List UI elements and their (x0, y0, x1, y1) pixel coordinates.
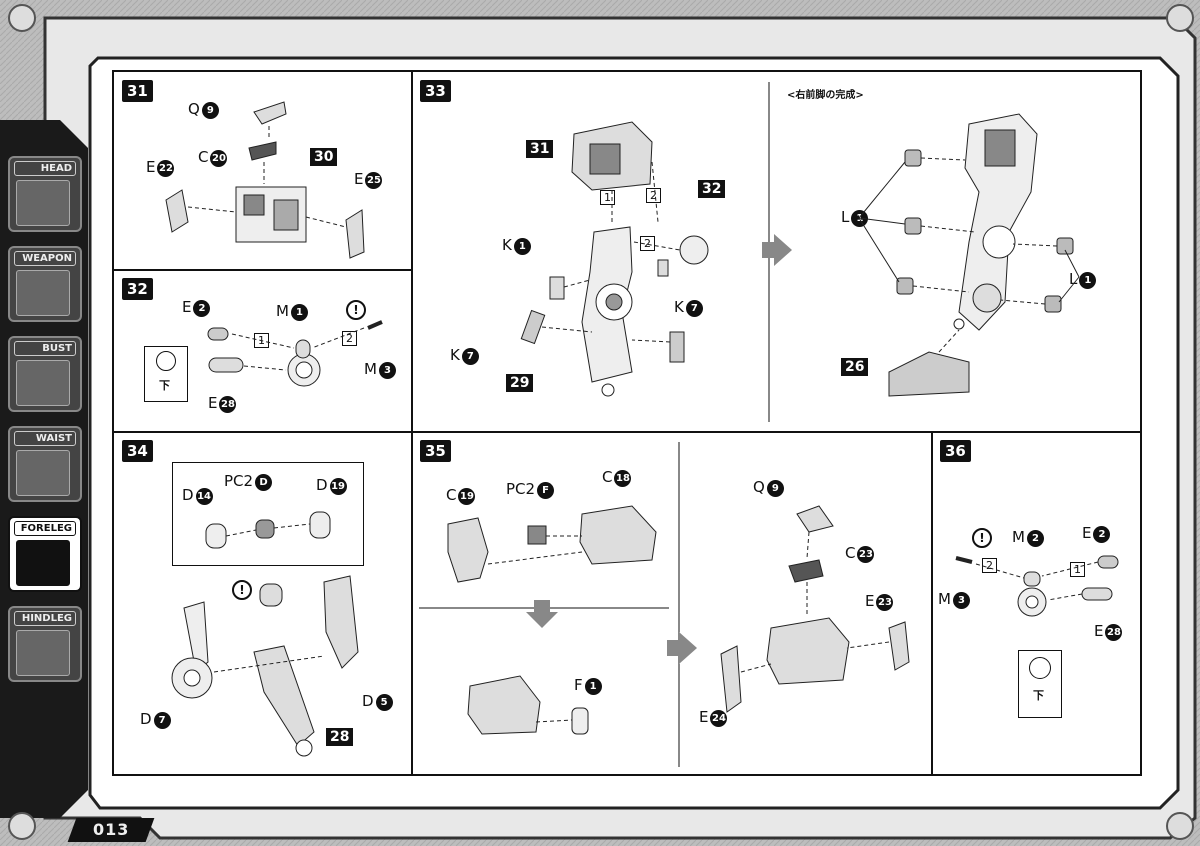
completion-caption: <右前脚の完成> (787, 90, 864, 101)
order-marker: 1 (600, 190, 615, 205)
step-32-panel: 32 E2 M1 M3 E28 1 2 ! 下 (114, 270, 412, 432)
sidebar-tab-label: HINDLEG (14, 611, 76, 626)
order-marker: 1 (1070, 562, 1085, 577)
foreleg-icon (16, 540, 70, 586)
step-34-illustration (171, 511, 359, 757)
sidebar-tab-head[interactable]: HEAD (8, 156, 82, 232)
panel-dividers (114, 72, 1140, 774)
sidebar-tab-waist[interactable]: WAIST (8, 426, 82, 502)
orientation-box: 下 (144, 346, 188, 402)
step-number: 35 (420, 440, 451, 462)
sidebar-tab-hindleg[interactable]: HINDLEG (8, 606, 82, 682)
step-number: 34 (122, 440, 153, 462)
bust-icon (16, 360, 70, 406)
caution-icon: ! (972, 528, 992, 548)
assembly-ref: 29 (506, 374, 534, 392)
step-35-second-illustration (720, 505, 910, 713)
step-number: 33 (420, 80, 451, 102)
caution-icon: ! (232, 580, 252, 600)
sidebar-tab-bust[interactable]: BUST (8, 336, 82, 412)
order-marker: 2 (342, 331, 357, 346)
assembly-ref: 31 (526, 140, 554, 158)
step-number: 32 (122, 278, 153, 300)
part-end-icon (1029, 657, 1051, 679)
weapon-icon (16, 270, 70, 316)
order-marker: 2 (982, 558, 997, 573)
head-icon (16, 180, 70, 226)
sidebar-tab-label: FORELEG (14, 521, 76, 536)
caution-icon: ! (346, 300, 366, 320)
foreleg-complete-illustration (858, 113, 1080, 397)
step-32-illustration (207, 320, 383, 387)
page-number: 013 (67, 818, 155, 842)
step-33-illustration (520, 121, 709, 397)
step-36-illustration (955, 555, 1119, 617)
assembly-ref: 28 (326, 728, 354, 746)
down-direction-label: 下 (1033, 689, 1044, 702)
assembly-ref: 32 (698, 180, 726, 198)
sidebar-tab-label: WEAPON (14, 251, 76, 266)
sidebar-tab-weapon[interactable]: WEAPON (8, 246, 82, 322)
instruction-page: 31 Q9 C20 E22 E25 30 32 E2 M1 M3 E28 1 2… (112, 70, 1142, 776)
step-number: 36 (940, 440, 971, 462)
waist-icon (16, 450, 70, 496)
assembly-ref: 30 (310, 148, 338, 166)
step-number: 31 (122, 80, 153, 102)
sub-assembly-box (172, 462, 364, 566)
step-31-illustration (165, 101, 365, 259)
step-35-illustration (447, 505, 657, 735)
sidebar-tab-label: WAIST (14, 431, 76, 446)
sidebar-tab-label: HEAD (14, 161, 76, 176)
sidebar-tab-label: BUST (14, 341, 76, 356)
down-direction-label: 下 (159, 379, 170, 392)
order-marker: 2 (646, 188, 661, 203)
sidebar-tab-foreleg[interactable]: FORELEG (8, 516, 82, 592)
part-end-icon (156, 351, 176, 371)
orientation-box: 下 (1018, 650, 1062, 718)
assembly-ref: 26 (841, 358, 869, 376)
order-marker: 2 (640, 236, 655, 251)
hindleg-icon (16, 630, 70, 676)
